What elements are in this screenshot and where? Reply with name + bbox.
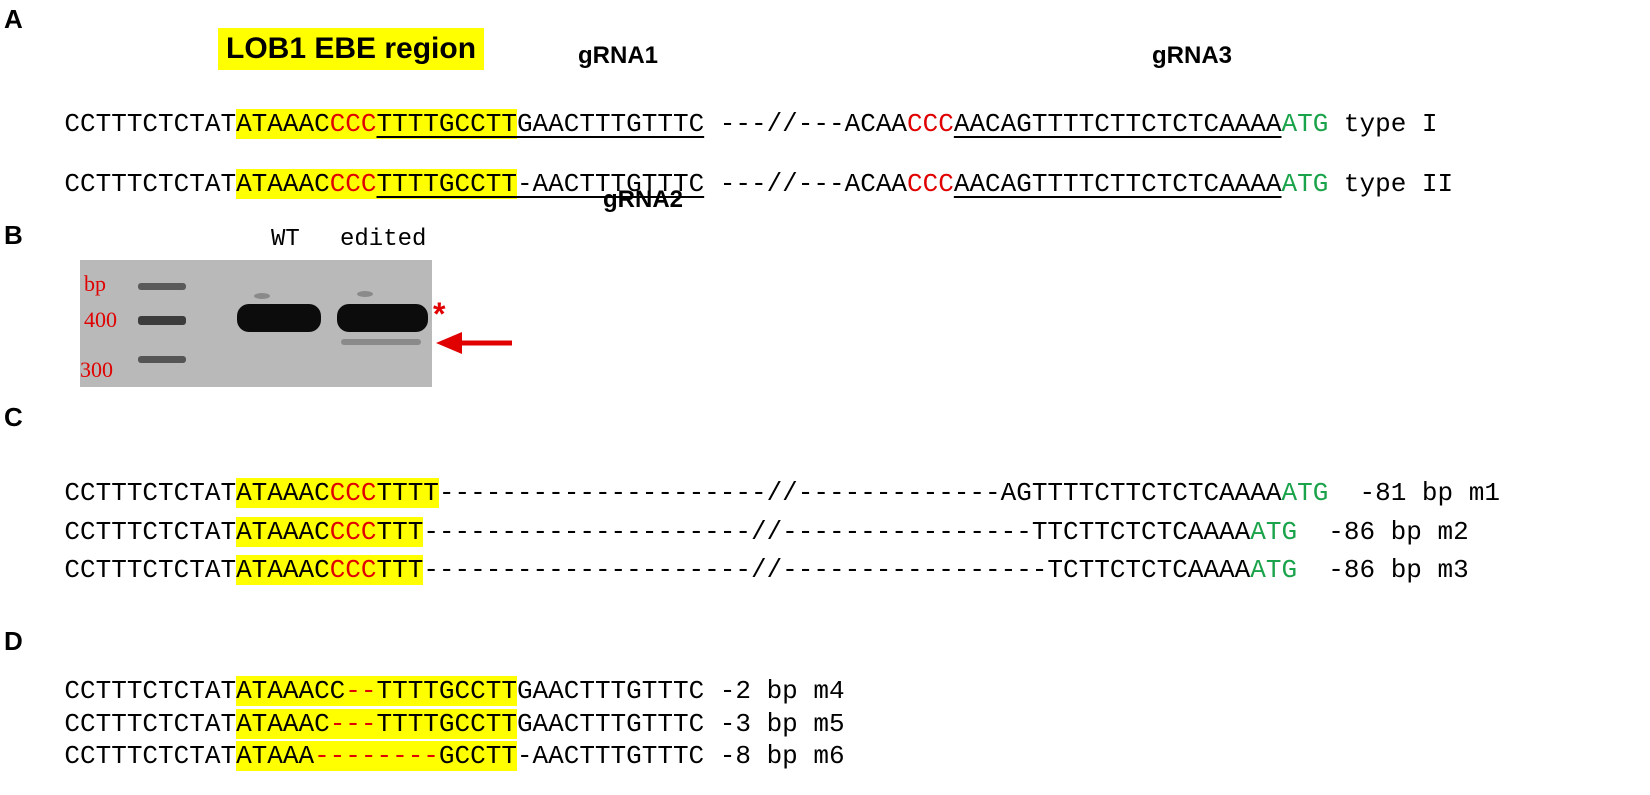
seq-ebe-part: ATAAAC [236, 109, 330, 139]
seq-mutant-label: -86 bp m2 [1297, 517, 1469, 547]
gel-well [254, 293, 270, 299]
marker-300: 300 [80, 357, 113, 382]
seq-ebe-part: ATAAAC [236, 517, 330, 547]
seq-grna1-rest: GAACTTTGTTTC [516, 109, 705, 139]
seq-start-codon: ATG [1281, 109, 1329, 139]
deletion-row-m5: CCTTTCTCTATATAAAC---TTTTGCCTTGAACTTTGTTT… [2, 679, 845, 769]
ladder-band [138, 316, 186, 325]
seq-upstream: CCTTTCTCTAT [64, 478, 237, 508]
seq-grna1-ebe: TTTTGCCTT [376, 109, 517, 139]
seq-grna2-rest: -AACTTTGTTTC [516, 169, 705, 199]
seq-downstream-label: -AACTTTGTTTC -8 bp m6 [516, 741, 845, 771]
seq-ebe-remainder: TTTT [376, 478, 439, 508]
seq-upstream: CCTTTCTCTAT [64, 169, 237, 199]
seq-ebe-remainder: TTT [376, 555, 424, 585]
panel-b-label: B [4, 220, 23, 250]
edited-faint-band [341, 339, 421, 345]
marker-400: 400 [84, 307, 117, 332]
seq-pam: CCC [329, 517, 377, 547]
grna3-label: gRNA3 [1152, 42, 1233, 69]
seq-pam: CCC [329, 478, 377, 508]
seq-start-codon: ATG [1281, 169, 1329, 199]
grna1-label: gRNA1 [578, 42, 659, 69]
seq-deletion-gap: ---------------------//----------------- [423, 555, 1048, 585]
arrow-icon [436, 332, 462, 354]
seq-pam: CCC [329, 109, 377, 139]
seq-ebe-part: ATAAAC [236, 478, 330, 508]
seq-break: ---//--- [704, 109, 845, 139]
seq-deleted: -------- [314, 741, 439, 771]
seq-type-label: type I [1328, 109, 1438, 139]
seq-downstream-label: GAACTTTGTTTC -2 bp m4 [516, 676, 845, 706]
seq-pam: CCC [329, 169, 377, 199]
marker-unit: bp [84, 271, 106, 296]
seq-deleted: --- [329, 709, 377, 739]
ebe-region-label: LOB1 EBE region [218, 28, 485, 70]
seq-pam-2: CCC [907, 109, 954, 139]
deletion-row-m4: CCTTTCTCTATATAAACC--TTTTGCCTTGAACTTTGTTT… [2, 646, 845, 736]
seq-grna3: AACAGTTTTCTTCTCTCAAAA [953, 109, 1282, 139]
seq-ebe-part: ATAAAC [236, 709, 330, 739]
seq-grna3: AACAGTTTTCTTCTCTCAAAA [953, 169, 1282, 199]
seq-upstream: CCTTTCTCTAT [64, 741, 237, 771]
seq-downstream: TTCTTCTCTCAAAA [1031, 517, 1251, 547]
seq-ebe-part: ATAAACC [236, 676, 346, 706]
seq-mid: ACAA [844, 169, 908, 199]
lane-label-edited: edited [340, 226, 427, 253]
seq-deletion-gap: ---------------------//---------------- [423, 517, 1032, 547]
seq-upstream: CCTTTCTCTAT [64, 709, 237, 739]
seq-pam-2: CCC [907, 169, 954, 199]
star-marker: * [433, 296, 446, 332]
deletion-row-m1: CCTTTCTCTATATAAACCCCTTTT----------------… [2, 448, 1500, 538]
seq-downstream-label: GAACTTTGTTTC -3 bp m5 [516, 709, 845, 739]
sequence-type-2: CCTTTCTCTATATAAACCCCTTTTGCCTT-AACTTTGTTT… [2, 139, 1453, 229]
seq-deletion-gap: ---------------------//------------- [438, 478, 1001, 508]
seq-pam: CCC [329, 555, 377, 585]
seq-start-codon: ATG [1281, 478, 1329, 508]
gel-well [357, 291, 373, 297]
seq-mutant-label: -86 bp m3 [1297, 555, 1469, 585]
panel-c-label: C [4, 402, 23, 432]
seq-upstream: CCTTTCTCTAT [64, 517, 237, 547]
seq-start-codon: ATG [1250, 517, 1298, 547]
seq-ebe-remainder: TTT [376, 517, 424, 547]
ladder-band [138, 283, 186, 290]
ladder-band [138, 356, 186, 363]
seq-ebe-part: ATAAAC [236, 169, 330, 199]
seq-upstream: CCTTTCTCTAT [64, 555, 237, 585]
sequence-type-1: CCTTTCTCTATATAAACCCCTTTTGCCTTGAACTTTGTTT… [2, 79, 1438, 169]
seq-upstream: CCTTTCTCTAT [64, 676, 237, 706]
seq-type-label: type II [1328, 169, 1454, 199]
lane-label-wt: WT [271, 226, 300, 253]
grna2-label: gRNA2 [603, 186, 684, 213]
deletion-row-m2: CCTTTCTCTATATAAACCCCTTT-----------------… [2, 487, 1469, 577]
seq-ebe-remainder: TTTTGCCTT [376, 676, 517, 706]
seq-deleted: -- [345, 676, 377, 706]
deletion-row-m3: CCTTTCTCTATATAAACCCCTTT-----------------… [2, 525, 1469, 615]
seq-ebe-part: ATAAA [236, 741, 315, 771]
seq-mutant-label: -81 bp m1 [1328, 478, 1500, 508]
deletion-row-m6: CCTTTCTCTATATAAA--------GCCTT-AACTTTGTTT… [2, 711, 845, 795]
seq-start-codon: ATG [1250, 555, 1298, 585]
wt-band [237, 304, 321, 332]
panel-d-label: D [4, 626, 23, 656]
seq-ebe-part: ATAAAC [236, 555, 330, 585]
seq-downstream: AGTTTTCTTCTCTCAAAA [1000, 478, 1282, 508]
seq-ebe-remainder: GCCTT [438, 741, 517, 771]
edited-band [337, 304, 428, 332]
seq-downstream: TCTTCTCTCAAAA [1047, 555, 1251, 585]
seq-break: ---//--- [704, 169, 845, 199]
seq-grna2-ebe: TTTTGCCTT [376, 169, 517, 199]
seq-ebe-remainder: TTTTGCCTT [376, 709, 517, 739]
panel-a-label: A [4, 4, 23, 34]
seq-upstream: CCTTTCTCTAT [64, 109, 237, 139]
seq-mid: ACAA [844, 109, 908, 139]
